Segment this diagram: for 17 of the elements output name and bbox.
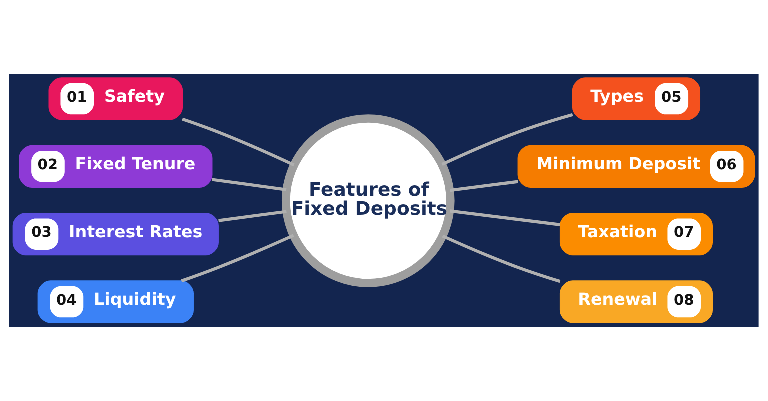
connector — [442, 234, 561, 284]
node-box: Renewal 08 — [560, 280, 713, 324]
node-box: 01 Safety — [48, 78, 184, 120]
node-box: Types 05 — [572, 78, 700, 120]
connector — [450, 180, 518, 192]
node-circle: Features of Fixed Deposits — [282, 114, 455, 288]
connector — [218, 210, 287, 222]
node-box: Minimum Deposit 06 — [518, 145, 756, 188]
connector — [182, 118, 295, 167]
node-box: 03 Interest Rates — [12, 213, 219, 256]
connector — [442, 113, 574, 166]
connector — [450, 210, 561, 226]
connector — [212, 178, 287, 192]
node-box: 04 Liquidity — [38, 280, 194, 324]
connector — [181, 234, 294, 283]
node-box: 02 Fixed Tenure — [19, 145, 213, 188]
node-box: Taxation 07 — [560, 213, 713, 256]
